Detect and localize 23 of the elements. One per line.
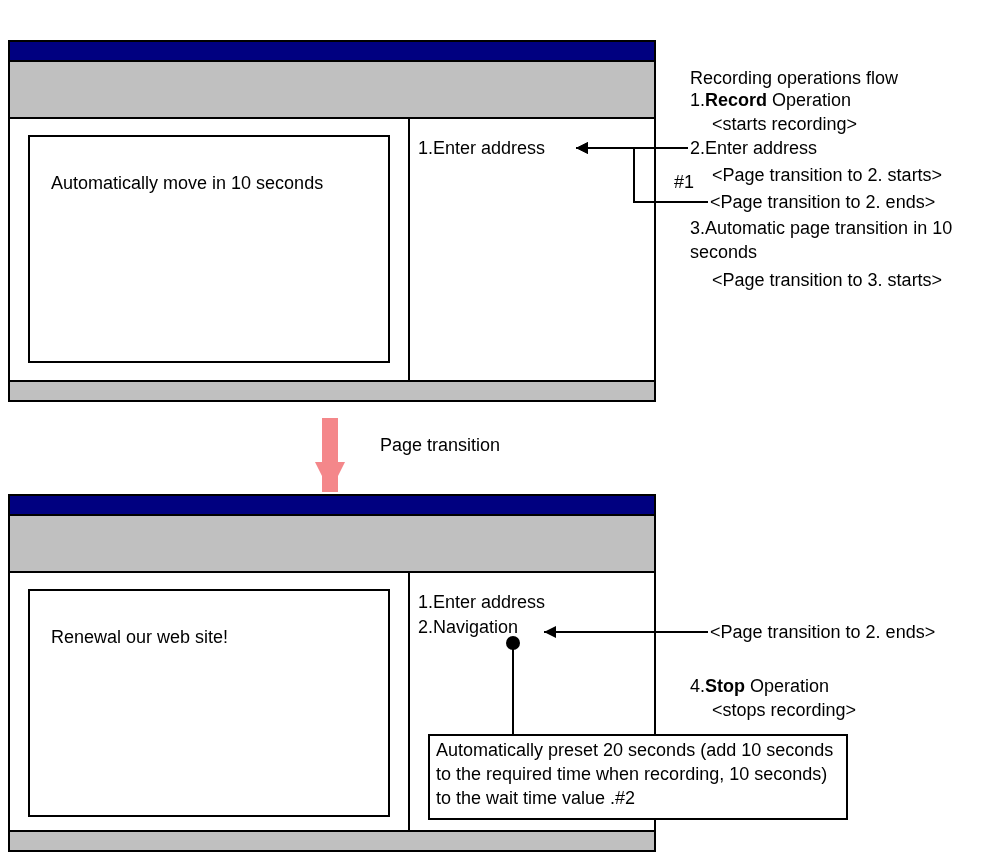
step-text: 1.Record Operation (690, 90, 852, 110)
arrow (543, 626, 709, 638)
step-text: <Page transition to 2. ends> (710, 620, 980, 644)
step-text: 2.Navigation (418, 615, 542, 639)
content-panel: Renewal our web site! (28, 589, 390, 817)
edge-label: #1 (674, 171, 695, 193)
step-text: 1.Enter address (418, 136, 640, 160)
heading-text: Recording operations flow (690, 68, 899, 88)
step-text: 1.Enter address (418, 590, 568, 614)
edge-label: Page transition (380, 434, 501, 456)
step-text: 2.Enter address (690, 136, 850, 160)
step-text: <Page transition to 2. ends> (710, 190, 980, 214)
step-text: <Page transition to 2. starts> (712, 165, 943, 185)
step-text: 4.Stop Operation (690, 676, 830, 696)
step-text: 3.Automatic page transition in 10 seconds (690, 218, 953, 262)
content-panel: Automatically move in 10 seconds (28, 135, 390, 363)
transition-arrow (315, 418, 345, 492)
step-text: <stops recording> (712, 700, 857, 720)
step-text: <starts recording> (712, 114, 858, 134)
arrow (575, 142, 709, 203)
step-text: <Page transition to 3. starts> (712, 270, 943, 290)
leader-line (506, 636, 520, 735)
note-box: Automatically preset 20 seconds (add 10 seconds to the required time when recording, 10 seconds) to the wait time value .#2 (428, 734, 848, 820)
